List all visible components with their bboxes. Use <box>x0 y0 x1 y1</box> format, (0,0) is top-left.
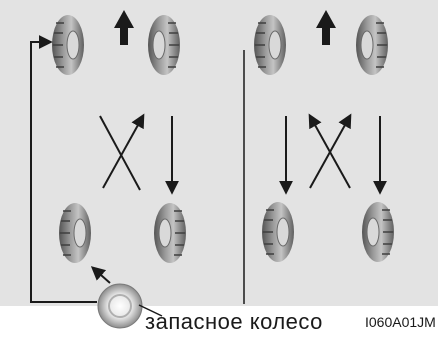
right-front-left-tire <box>254 15 286 75</box>
left-front-left-tire <box>52 15 84 75</box>
rear-left-to-spare-arrow <box>90 266 111 284</box>
right-forward-arrow <box>316 10 336 45</box>
left-forward-arrow <box>114 10 134 45</box>
right-rear-right-tire <box>362 202 394 262</box>
right-rear-left-tire <box>262 202 294 262</box>
left-cross-arrow-b <box>99 115 141 191</box>
image-code-label: I060A01JM <box>365 314 436 330</box>
spare-wheel-label: запасное колесо <box>145 309 323 334</box>
spare-label-leader-line <box>138 304 163 317</box>
spare-tire <box>97 283 143 329</box>
right-front-right-tire <box>356 15 388 75</box>
right-cross-arrow-b <box>309 113 352 189</box>
left-front-right-tire <box>148 15 180 75</box>
left-rear-left-tire <box>59 203 91 263</box>
spare-to-front-left-line <box>30 35 97 303</box>
left-cross-arrow-a <box>102 113 145 189</box>
left-rear-right-tire <box>154 203 186 263</box>
